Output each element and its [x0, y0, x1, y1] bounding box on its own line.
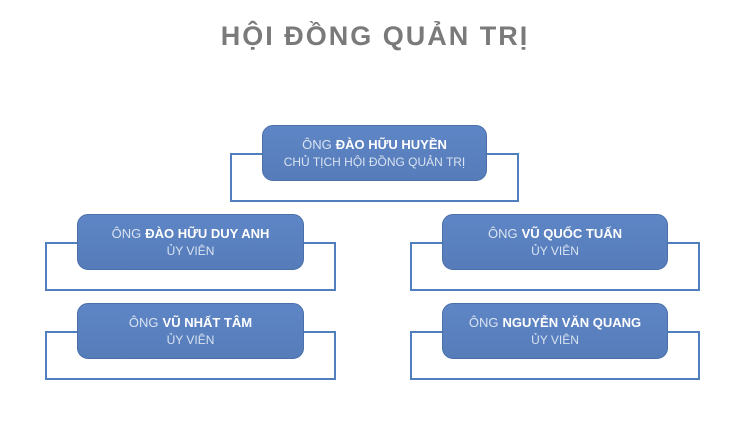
node-role: ỦY VIÊN — [531, 333, 579, 347]
node-name: NGUYỄN VĂN QUANG — [502, 315, 642, 330]
node-name: VŨ QUỐC TUẤN — [521, 226, 622, 241]
node-role: ỦY VIÊN — [166, 333, 215, 347]
node-name: ĐÀO HỮU HUYỀN — [335, 137, 447, 152]
node-role: CHỦ TỊCH HỘI ĐỒNG QUẢN TRỊ — [283, 155, 466, 169]
node-prefix: ÔNG — [111, 226, 142, 241]
node-prefix: ÔNG — [302, 137, 332, 152]
page-title: HỘI ĐỒNG QUẢN TRỊ — [220, 21, 530, 51]
node-role: ỦY VIÊN — [531, 244, 579, 258]
node-prefix: ÔNG — [128, 315, 159, 330]
node-role: ỦY VIÊN — [166, 244, 215, 258]
node-name: ĐÀO HỮU DUY ANH — [145, 226, 270, 241]
node-prefix: ÔNG — [487, 226, 518, 241]
node-prefix: ÔNG — [468, 315, 499, 330]
node-name: VŨ NHẤT TÂM — [162, 315, 253, 330]
